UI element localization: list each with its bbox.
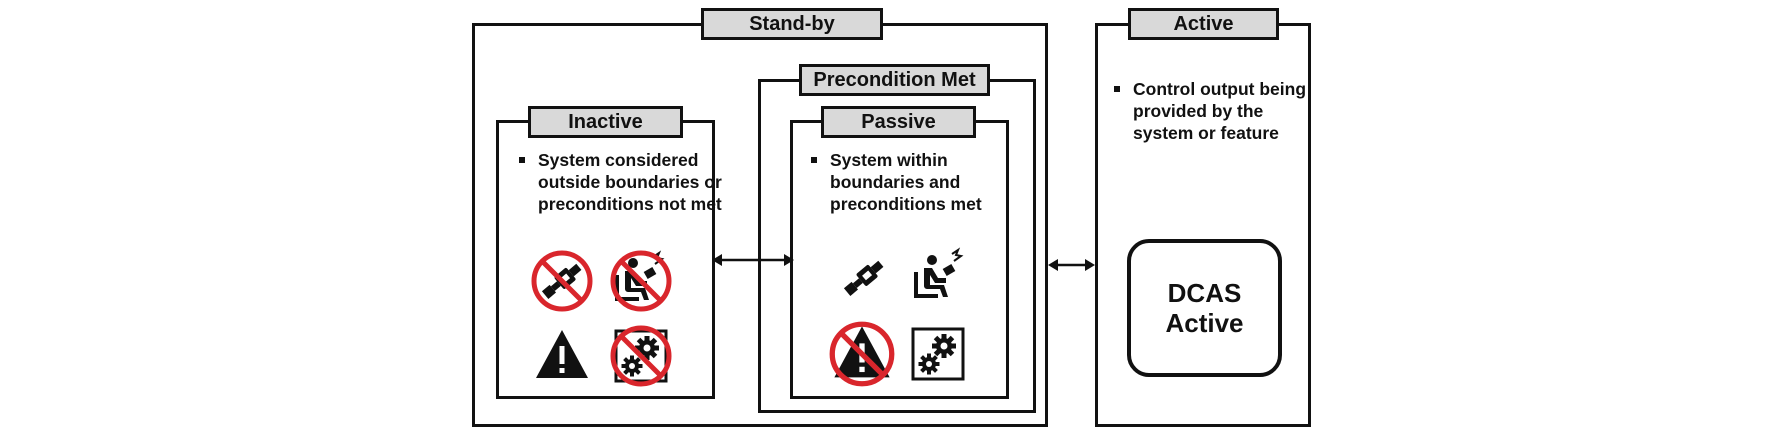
precondition-met-tab: Precondition Met [799, 64, 990, 96]
gears-icon-prohibited [609, 324, 673, 388]
dcas-line2: Active [1165, 308, 1244, 338]
dcas-line1: DCAS [1167, 278, 1242, 308]
passive-description-text: System within boundaries and preconditio… [811, 149, 1025, 215]
warning-icon [536, 330, 588, 378]
active-description: Control output being provided by the sys… [1111, 78, 1323, 144]
driver-attention-icon-prohibited [609, 249, 673, 313]
gears-icon [911, 327, 965, 381]
active-tab: Active [1128, 8, 1279, 40]
seatbelt-icon [842, 257, 886, 299]
passive-description: System within boundaries and preconditio… [808, 149, 1025, 215]
dcas-active-badge: DCAS Active [1127, 239, 1282, 377]
active-description-text: Control output being provided by the sys… [1114, 78, 1323, 144]
inactive-description-text: System considered outside boundaries or … [519, 149, 733, 215]
standby-active-arrow [1048, 259, 1095, 271]
warning-icon-prohibited [828, 320, 896, 388]
inactive-description: System considered outside boundaries or … [516, 149, 733, 215]
inactive-passive-arrow [712, 254, 794, 266]
standby-tab: Stand-by [701, 8, 883, 40]
passive-tab: Passive [821, 106, 976, 138]
inactive-tab: Inactive [528, 106, 683, 138]
driver-attention-icon [913, 249, 962, 299]
seatbelt-icon-prohibited [530, 249, 594, 313]
